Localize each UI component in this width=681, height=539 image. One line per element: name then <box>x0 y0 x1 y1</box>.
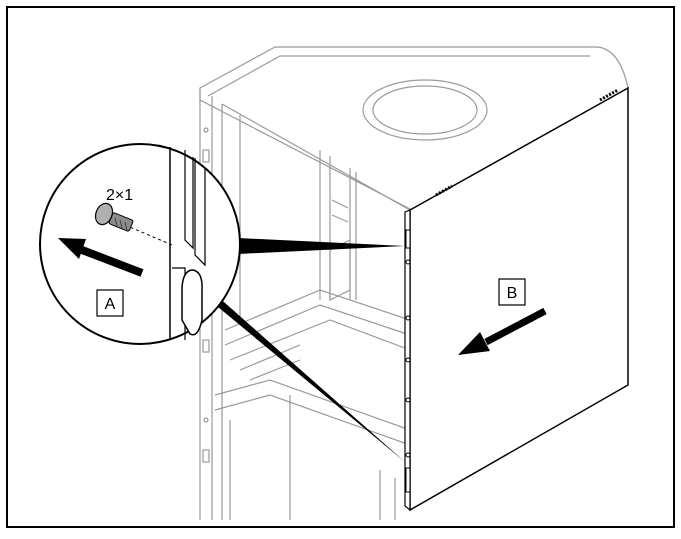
figure-frame <box>6 6 675 528</box>
arrow-a-icon <box>58 238 144 277</box>
arrow-b-icon <box>458 307 547 355</box>
screw-quantity-label: 2×1 <box>106 187 133 204</box>
screw-icon <box>94 202 134 232</box>
callout-a: A <box>96 289 124 317</box>
callout-a-label: A <box>105 296 116 313</box>
callout-b: B <box>498 278 526 306</box>
detail-magnifier <box>39 143 241 345</box>
zoom-leader-lines <box>212 238 405 462</box>
appliance-housing <box>199 46 629 520</box>
callout-b-label: B <box>507 285 518 302</box>
keyhole-slot <box>181 269 203 336</box>
